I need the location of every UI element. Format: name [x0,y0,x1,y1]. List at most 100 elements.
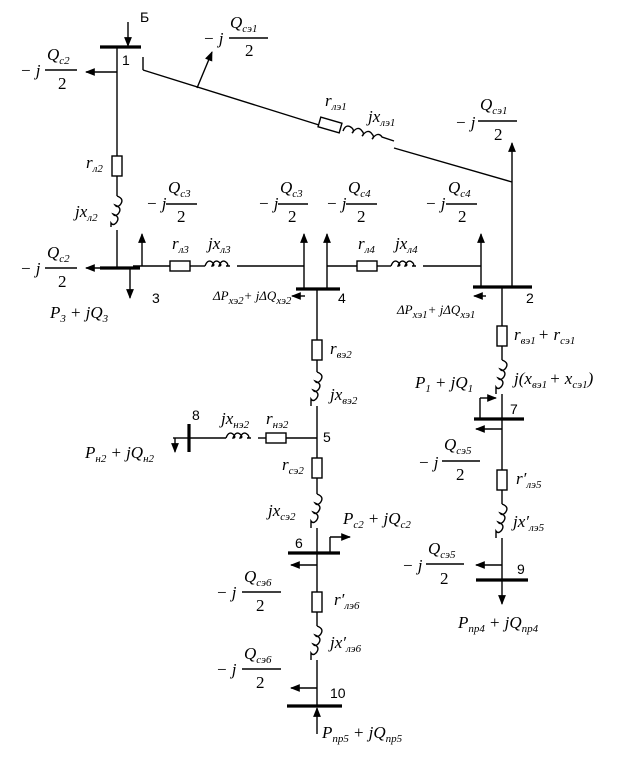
svg-text:Qсэ6: Qсэ6 [244,644,272,666]
svg-text:Qс3: Qс3 [168,178,191,200]
node-8: 8 [192,407,200,423]
svg-text:2: 2 [256,596,265,615]
resistor-ve2 [311,339,323,361]
label-r-l4: rл4 [358,234,375,256]
svg-text:Qсэ5: Qсэ5 [444,435,472,457]
resistor-le5 [496,469,508,491]
svg-text:2: 2 [440,569,449,588]
charging-qc3-right: − j Qс3 2 [258,178,308,226]
node-2: 2 [526,290,534,306]
resistor-ne2 [265,432,287,444]
load-pn2: Pн2+ jQн2 [84,443,155,465]
label-r-l3: rл3 [172,234,189,256]
line-1-wire [142,69,320,126]
svg-text:− j: − j [326,194,347,213]
svg-text:− j: − j [146,194,167,213]
charging-qc4-left: − j Qс4 2 [326,178,377,226]
svg-text:2: 2 [288,207,297,226]
charging-qc1-top: − j Qсэ1 2 [203,13,268,60]
svg-text:Qсэ1: Qсэ1 [480,95,508,117]
label-r-l2: rл2 [86,153,103,175]
svg-text:Qсэ6: Qсэ6 [244,567,272,589]
noload-loss-1: ΔPхэ1+ jΔQхэ1 [396,302,475,321]
label-r-l1: rлэ1 [325,91,347,113]
label-r-le6: r′лэ6 [334,590,360,612]
svg-text:2: 2 [256,673,265,692]
resistor-l4 [356,260,378,272]
label-x-ve2: jxвэ2 [328,385,358,407]
inductor-ve1 [495,359,508,394]
inductor-se2 [310,493,323,528]
label-x-l2: jxл2 [73,202,98,224]
svg-text:2: 2 [458,207,467,226]
svg-text:− j: − j [425,194,446,213]
resistor-se2 [311,457,323,479]
resistor-l2 [111,155,123,177]
label-x-ne2: jxнэ2 [219,409,250,431]
svg-text:2: 2 [177,207,186,226]
svg-text:− j: − j [216,583,237,602]
label-r-se2: rсэ2 [282,455,304,477]
label-r-le5: r′лэ5 [516,469,542,491]
inductor-l3 [204,260,230,267]
inductor-ne2 [225,432,251,439]
svg-text:Qс2: Qс2 [47,243,70,265]
node-6: 6 [295,535,303,551]
inductor-l2 [110,195,123,227]
svg-text:Qс4: Qс4 [348,178,371,200]
inductor-le6 [310,625,323,660]
svg-text:2: 2 [245,41,254,60]
svg-text:Qс4: Qс4 [448,178,471,200]
svg-text:Qс3: Qс3 [280,178,303,200]
load-pc2: Pс2+ jQс2 [342,509,411,531]
label-x-l4: jxл4 [393,234,418,256]
inductor-ve2 [310,371,323,406]
label-x-le6: jx′лэ6 [328,633,362,655]
svg-text:− j: − j [20,259,41,278]
label-x-ve1: j(xвэ1+ xсэ1) [512,369,594,391]
svg-text:Qсэ1: Qсэ1 [230,13,258,35]
noload-loss-2: ΔPхэ2+ jΔQхэ2 [212,288,292,307]
resistor-le6 [311,591,323,613]
svg-text:Qсэ5: Qсэ5 [428,539,456,561]
node-5: 5 [323,429,331,445]
inductor-l4 [390,260,416,267]
node-9: 9 [517,561,525,577]
svg-text:− j: − j [258,194,279,213]
svg-text:2: 2 [357,207,366,226]
charging-qc5-bottom: − j Qсэ5 2 [402,539,464,588]
svg-text:− j: − j [216,660,237,679]
charging-qc6-top: − j Qсэ6 2 [216,567,281,615]
load-ppr4: Pпр4+ jQпр4 [457,613,539,635]
node-4: 4 [338,290,346,306]
node-10: 10 [330,685,346,701]
load-p3: P3+ jQ3 [49,303,109,325]
charging-qc5-top: − j Qсэ5 2 [418,435,480,484]
charging-qc6-bottom: − j Qсэ6 2 [216,644,281,692]
label-x-se2: jxсэ2 [266,501,296,523]
label-r-ne2: rнэ2 [266,409,289,431]
svg-text:− j: − j [455,113,476,132]
svg-text:− j: − j [203,29,224,48]
charging-qc2-bottom: − j Qс2 2 [20,243,77,291]
svg-text:Qс2: Qс2 [47,45,70,67]
charging-qc2-top: − j Qс2 2 [20,45,77,93]
svg-text:2: 2 [494,125,503,144]
svg-text:− j: − j [418,453,439,472]
label-x-l3: jxл3 [206,234,231,256]
node-1: 1 [122,52,130,68]
label-r-ve2: rвэ2 [330,339,352,361]
charging-qc4-right: − j Qс4 2 [425,178,477,226]
inductor-l1 [342,125,395,142]
svg-text:2: 2 [58,272,67,291]
node-3: 3 [152,290,160,306]
resistor-l3 [169,260,191,272]
label-x-l1: jxлэ1 [366,107,395,129]
node-b: Б [140,9,149,25]
svg-text:− j: − j [20,61,41,80]
resistor-l1 [317,116,343,134]
node-7: 7 [510,401,518,417]
svg-text:2: 2 [456,465,465,484]
arrow-qc1-top [196,51,213,89]
